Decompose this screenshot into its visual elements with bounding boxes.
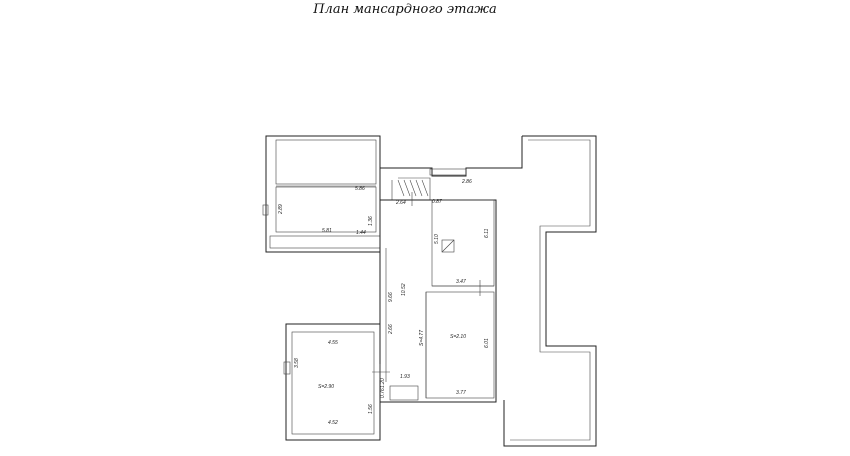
label-455: 4.55 bbox=[328, 340, 338, 346]
plan-title: План мансардного этажа bbox=[313, 2, 497, 17]
label-s290: S=2.90 bbox=[318, 384, 334, 390]
label-377: 3.77 bbox=[456, 390, 466, 396]
label-586: 5.86 bbox=[355, 186, 365, 192]
label-s477: S=4.77 bbox=[419, 330, 425, 346]
label-264: 2.64 bbox=[395, 200, 406, 206]
label-347: 3.47 bbox=[456, 279, 466, 285]
chimney bbox=[441, 239, 455, 253]
label-266: 2.66 bbox=[388, 324, 394, 335]
label-1052: 10.52 bbox=[401, 283, 407, 296]
label-452: 4.52 bbox=[328, 420, 338, 426]
stair-block bbox=[379, 136, 523, 201]
label-966: 9.66 bbox=[388, 292, 394, 302]
label-581: 5.81 bbox=[322, 228, 332, 234]
terrace bbox=[503, 135, 597, 447]
label-s210: S=2.10 bbox=[450, 334, 466, 340]
label-510: 5.10 bbox=[434, 234, 440, 244]
label-286: 2.86 bbox=[461, 179, 472, 185]
label-601: 6.01 bbox=[484, 338, 490, 348]
window-left bbox=[262, 204, 269, 216]
label-611: 6.11 bbox=[484, 228, 490, 238]
label-193: 1.93 bbox=[400, 374, 410, 380]
label-156: 1.56 bbox=[368, 404, 374, 414]
left-upper-block bbox=[262, 135, 381, 253]
central-rooms bbox=[379, 192, 497, 403]
lower-left-room bbox=[283, 323, 390, 441]
label-087: 0.87 bbox=[432, 199, 442, 205]
label-358: 3.58 bbox=[294, 358, 300, 368]
label-144: 1.44 bbox=[356, 230, 366, 236]
label-076: 0.76 bbox=[380, 388, 386, 398]
label-289: 2.89 bbox=[278, 204, 284, 215]
label-120: 1.20 bbox=[380, 378, 386, 388]
label-136: 1.36 bbox=[368, 216, 374, 226]
